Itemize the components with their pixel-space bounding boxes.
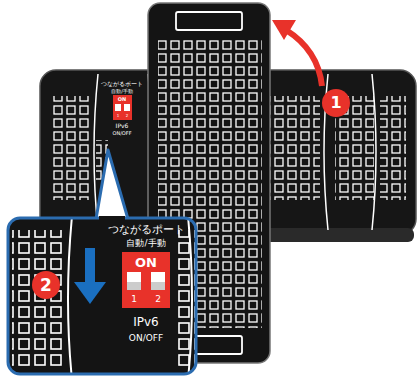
ipv6-label: IPv6 bbox=[133, 316, 159, 328]
switch-number: 2 bbox=[126, 114, 129, 118]
switch-number: 1 bbox=[117, 114, 120, 118]
lift-arrow bbox=[272, 20, 350, 117]
zoom-callout bbox=[8, 150, 208, 380]
onoff-label: ON/OFF bbox=[129, 334, 163, 343]
port-label: つながるポート bbox=[108, 224, 185, 235]
onoff-label: ON/OFF bbox=[112, 131, 131, 136]
callout-number: 2 bbox=[40, 277, 52, 294]
mode-label: 自動/手動 bbox=[126, 239, 165, 248]
switch-number: 1 bbox=[131, 295, 137, 304]
ipv6-label: IPv6 bbox=[116, 123, 129, 129]
switch-on: ON bbox=[135, 256, 157, 269]
mode-label: 自動/手動 bbox=[111, 89, 133, 94]
switch-number: 2 bbox=[155, 295, 161, 304]
port-label: つながるポート bbox=[101, 81, 143, 87]
callout-number: 1 bbox=[330, 95, 341, 111]
switch-on: ON bbox=[118, 97, 126, 102]
